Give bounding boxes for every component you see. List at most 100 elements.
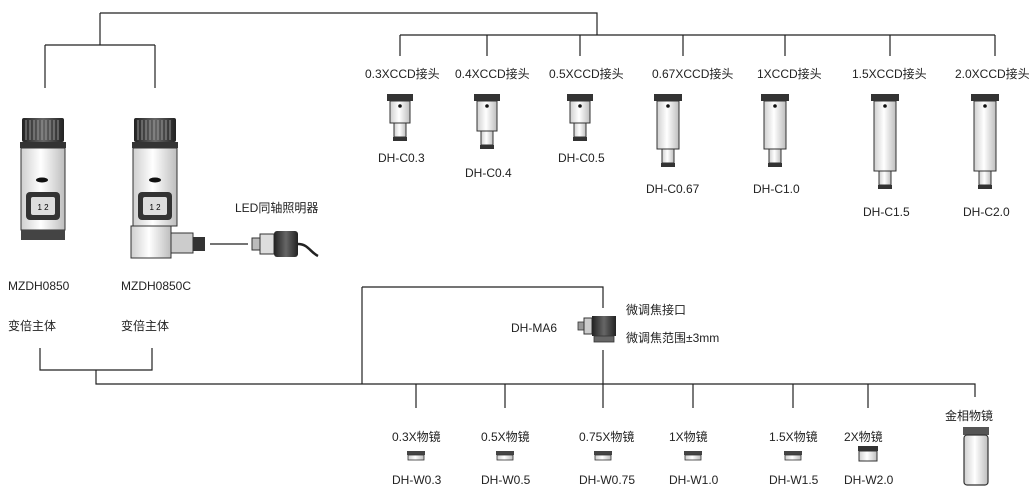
objective-barrel — [496, 454, 514, 461]
objective-code: DH-W1.5 — [769, 473, 819, 487]
ccd-adapter-name: 1XCCD接头 — [757, 66, 822, 81]
ccd-adapter-code: DH-C0.5 — [558, 151, 605, 165]
ccd-adapter-row: 0.3XCCD接头 DH-C0.3 0.4XCCD接头 DH-C0.4 0.5XCCD接… — [365, 66, 1030, 219]
objective-name: 1X物镜 — [669, 429, 708, 444]
objective-name: 1.5X物镜 — [769, 429, 818, 444]
ccd-adapter-code: DH-C1.0 — [753, 182, 800, 196]
objective-thread — [684, 451, 702, 455]
objective-barrel — [407, 454, 425, 461]
objective-2: 0.75X物镜 DH-W0.75 — [579, 429, 635, 487]
objective-barrel — [594, 454, 612, 461]
ccd-adapter-mount — [661, 148, 675, 164]
ccd-adapter-thread — [768, 163, 782, 167]
ccd-adapter-screw — [883, 104, 887, 108]
ccd-adapter-mount — [768, 148, 782, 164]
ccd-adapter-screw — [485, 104, 489, 108]
ccd-adapter-code: DH-C0.67 — [646, 182, 700, 196]
ccd-adapter-cap — [387, 94, 413, 101]
ccd-adapter-thread — [393, 137, 407, 141]
objective-code: DH-W2.0 — [844, 473, 894, 487]
zoom-body-mzdh0850: 1 2 — [20, 118, 66, 240]
ccd-adapter-name: 2.0XCCD接头 — [955, 66, 1030, 81]
ccd-adapter-code: DH-C1.5 — [863, 205, 910, 219]
ccd-adapter-mount — [878, 170, 892, 186]
ccd-adapter-5: 1.5XCCD接头 DH-C1.5 — [852, 66, 927, 219]
ccd-adapter-screw — [578, 104, 582, 108]
objective-barrel — [784, 454, 802, 461]
ccd-adapter-name: 0.4XCCD接头 — [455, 66, 530, 81]
ccd-adapter-name: 1.5XCCD接头 — [852, 66, 927, 81]
ccd-adapter-4: 1XCCD接头 DH-C1.0 — [753, 66, 822, 196]
ccd-adapter-thread — [878, 185, 892, 189]
ccd-adapter-mount — [978, 170, 992, 186]
ccd-adapter-screw — [773, 104, 777, 108]
ccd-adapter-code: DH-C0.4 — [465, 166, 512, 180]
ccd-adapter-6: 2.0XCCD接头 DH-C2.0 — [955, 66, 1030, 219]
body-1-model: MZDH0850 — [8, 279, 70, 293]
ccd-adapter-cap — [474, 94, 500, 101]
svg-text:1 2: 1 2 — [37, 203, 49, 212]
ccd-adapter-mount — [393, 122, 407, 138]
ccd-adapter-cap — [654, 94, 682, 101]
objective-3: 1X物镜 DH-W1.0 — [669, 429, 719, 487]
ccd-adapter-screw — [666, 104, 670, 108]
objective-code: DH-W0.75 — [579, 473, 635, 487]
ccd-adapter-screw — [398, 104, 402, 108]
ccd-adapter-name: 0.67XCCD接头 — [652, 66, 733, 81]
ccd-adapter-0: 0.3XCCD接头 DH-C0.3 — [365, 66, 440, 165]
ccd-adapter-mount — [480, 130, 494, 146]
ccd-adapter-name: 0.3XCCD接头 — [365, 66, 440, 81]
ccd-adapter-thread — [480, 145, 494, 149]
objective-name: 0.75X物镜 — [579, 429, 634, 444]
objective-thread — [858, 446, 878, 451]
metallographic-name: 金相物镜 — [945, 408, 993, 423]
body-2-desc: 变倍主体 — [121, 318, 169, 333]
ccd-adapter-code: DH-C2.0 — [963, 205, 1010, 219]
ccd-adapter-1: 0.4XCCD接头 DH-C0.4 — [455, 66, 530, 180]
connector-lines — [39, 12, 996, 408]
objective-thread — [594, 451, 612, 455]
objective-thread — [407, 451, 425, 455]
objective-1: 0.5X物镜 DH-W0.5 — [481, 429, 531, 487]
ccd-adapter-thread — [573, 137, 587, 141]
ccd-adapter-screw — [983, 104, 987, 108]
ccd-adapter-thread — [978, 185, 992, 189]
ccd-adapter-body — [973, 100, 997, 172]
objective-row: 0.3X物镜 DH-W0.3 0.5X物镜 DH-W0.5 0.75X物镜 DH-W0.7… — [392, 429, 894, 487]
fine-focus-code: DH-MA6 — [511, 321, 557, 335]
ccd-adapter-cap — [871, 94, 899, 101]
body-2-model: MZDH0850C — [121, 279, 191, 293]
ccd-adapter-body — [873, 100, 897, 172]
ccd-adapter-cap — [971, 94, 999, 101]
fine-focus-line2: 微调焦范围±3mm — [626, 331, 719, 345]
objective-0: 0.3X物镜 DH-W0.3 — [392, 429, 442, 487]
metallographic-objective — [963, 427, 989, 486]
ccd-adapter-cap — [567, 94, 593, 101]
ccd-adapter-cap — [761, 94, 789, 101]
fine-focus-line1: 微调焦接口 — [626, 302, 686, 317]
svg-text:1 2: 1 2 — [149, 203, 161, 212]
objective-thread — [496, 451, 514, 455]
zoom-body-mzdh0850c: 1 2 — [130, 118, 205, 259]
objective-name: 0.3X物镜 — [392, 429, 441, 444]
objective-code: DH-W0.5 — [481, 473, 531, 487]
fine-focus-module — [577, 316, 616, 343]
objective-4: 1.5X物镜 DH-W1.5 — [769, 429, 819, 487]
led-illuminator — [251, 231, 319, 258]
ccd-adapter-body — [763, 100, 787, 150]
illuminator-label: LED同轴照明器 — [235, 200, 318, 215]
ccd-adapter-code: DH-C0.3 — [378, 151, 425, 165]
ccd-adapter-body — [656, 100, 680, 150]
objective-barrel — [858, 450, 878, 462]
objective-code: DH-W0.3 — [392, 473, 442, 487]
objective-thread — [784, 451, 802, 455]
body-1-desc: 变倍主体 — [8, 318, 56, 333]
ccd-adapter-thread — [661, 163, 675, 167]
objective-code: DH-W1.0 — [669, 473, 719, 487]
ccd-adapter-mount — [573, 122, 587, 138]
ccd-adapter-3: 0.67XCCD接头 DH-C0.67 — [646, 66, 733, 196]
objective-name: 0.5X物镜 — [481, 429, 530, 444]
